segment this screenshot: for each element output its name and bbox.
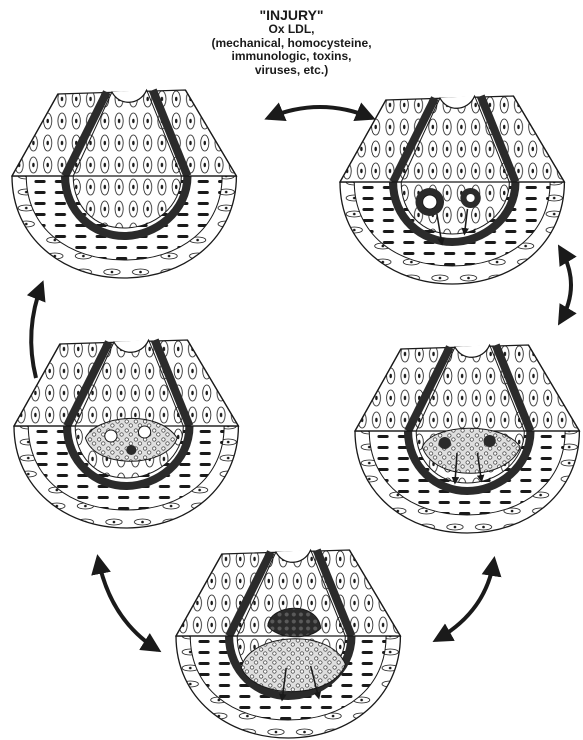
stage-normal-artery (12, 90, 236, 278)
stage-fatty-streak (14, 340, 238, 528)
arrow-plaque-to-fatty-streak (98, 558, 158, 650)
stage-monocyte-adhesion (340, 96, 564, 284)
arrow-adhesion-to-intermediate (560, 248, 571, 322)
arrow-intermediate-to-plaque (436, 560, 494, 640)
stage-intermediate-lesion (355, 345, 579, 533)
arrow-fatty-streak-to-normal (31, 284, 42, 378)
stage-fibrous-plaque (176, 550, 400, 738)
arrow-normal-to-adhesion (268, 107, 372, 118)
